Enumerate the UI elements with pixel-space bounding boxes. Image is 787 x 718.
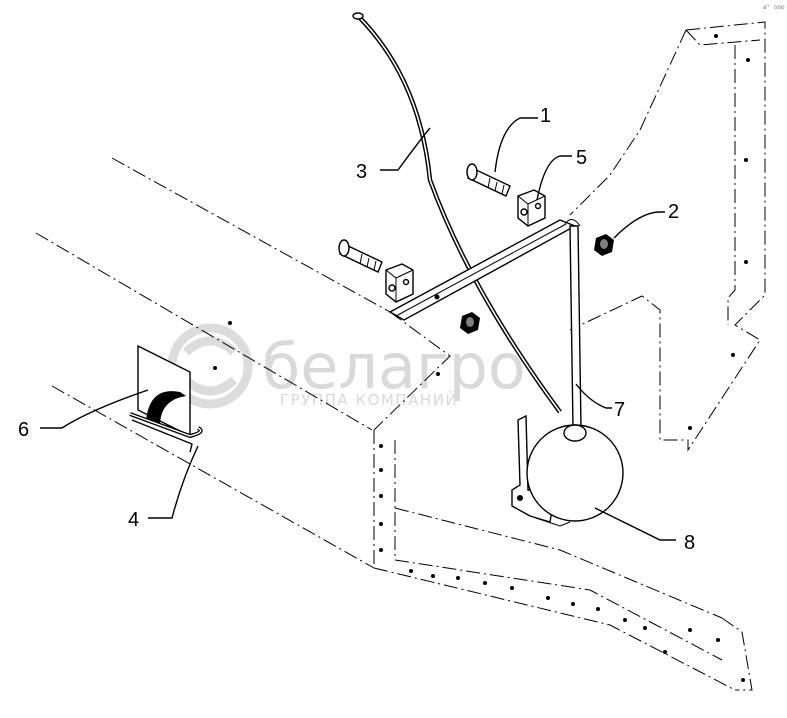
callout-leaders [40,117,676,541]
bolt-left [338,239,383,273]
nut-right [594,234,614,256]
callout-label-1: 1 [540,105,551,127]
main-beam [35,157,753,691]
bracket-holes [688,34,750,430]
beam-holes [213,321,745,682]
callout-label-7: 7 [614,399,625,421]
cross-bar [388,219,577,321]
bolt-upper [466,163,511,197]
ball-weight [511,414,624,527]
callout-label-2: 2 [668,201,679,223]
callout-label-4: 4 [128,509,139,531]
corner-mark: a° ooo [763,4,785,11]
clamp-block-upper [517,189,546,227]
rod [564,219,582,429]
clamp-block-lower [385,263,414,303]
callout-label-6: 6 [18,419,29,441]
watermark-subtitle: ГРУППА КОМПАНИЙ [280,390,458,409]
hook [129,412,203,453]
callout-label-8: 8 [684,532,695,554]
side-bracket [569,21,766,452]
watermark: белагро ГРУППА КОМПАНИЙ [167,323,526,409]
nut-left [460,312,480,334]
cable-loop-icon [352,12,364,20]
callout-label-5: 5 [576,147,587,169]
cable [352,12,562,414]
callout-labels: 1 2 3 4 5 6 7 8 [18,105,695,554]
callout-label-3: 3 [356,161,367,183]
